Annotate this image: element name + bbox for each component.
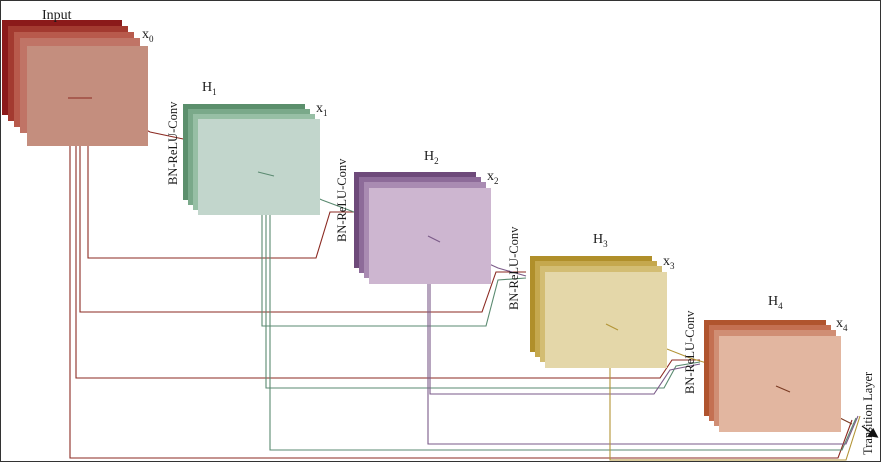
link-x2-to-transition	[427, 240, 859, 445]
link-x3-to-transition	[609, 328, 861, 461]
transition-arrow	[861, 425, 879, 438]
h4-label: H4	[768, 294, 783, 311]
link-x1-to-h4	[265, 176, 701, 389]
feature-map-x0	[2, 20, 148, 146]
link-x0-to-h3	[79, 100, 526, 313]
op-label-1: BN-ReLU-Conv	[166, 101, 180, 185]
feature-map-x1	[183, 104, 320, 215]
x1-label: x1	[316, 101, 328, 118]
link-x0-to-transition	[69, 100, 853, 459]
link-x0-to-h2	[87, 100, 354, 259]
link-x0-to-h4	[75, 100, 700, 379]
link-x2-to-h4	[429, 240, 701, 395]
feature-map-x3	[530, 256, 667, 368]
feature-map-x4	[704, 320, 841, 432]
link-x1-to-h3	[261, 174, 527, 327]
x2-label: x2	[487, 169, 499, 186]
op-label-4: BN-ReLU-Conv	[683, 310, 697, 394]
h1-label: H1	[202, 80, 217, 97]
x4-label: x4	[836, 316, 848, 333]
x0-label: x0	[142, 27, 154, 44]
transition-layer-label: Transition Layer	[861, 371, 875, 455]
x3-label: x3	[663, 254, 675, 271]
h2-label: H2	[424, 149, 439, 166]
link-x1-to-transition	[269, 176, 857, 451]
op-label-3: BN-ReLU-Conv	[507, 226, 521, 310]
op-label-2: BN-ReLU-Conv	[335, 158, 349, 242]
input-label: Input	[42, 8, 72, 23]
feature-map-x2	[354, 172, 491, 284]
h3-label: H3	[593, 232, 608, 249]
